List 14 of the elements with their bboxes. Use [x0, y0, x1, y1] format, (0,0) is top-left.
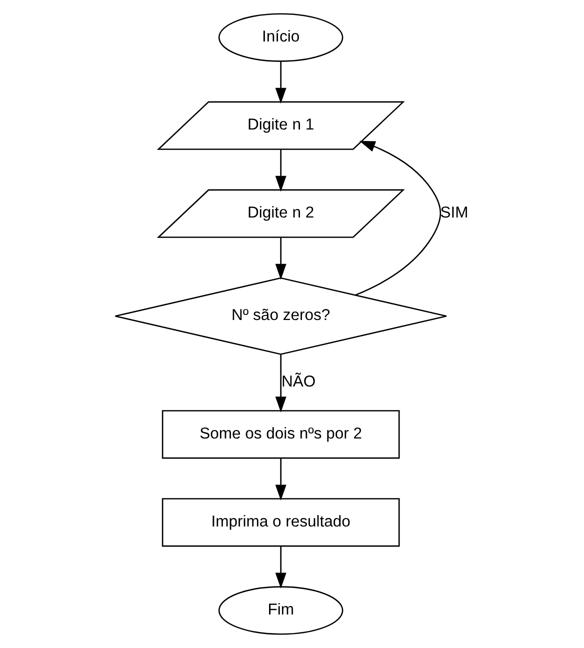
edge-label: NÃO	[282, 374, 316, 391]
arrow	[275, 546, 286, 589]
node-ellipse: Início	[218, 13, 344, 62]
arrow	[275, 149, 286, 192]
node-box: Imprima o resultado	[162, 498, 400, 547]
arrow	[355, 140, 442, 296]
edge-label: SIM	[440, 204, 468, 222]
arrow	[275, 238, 286, 280]
node-ellipse: Fim	[218, 586, 344, 635]
node-box: Some os dois nºs por 2	[162, 410, 400, 459]
arrow	[275, 61, 286, 104]
node-diamond: Nº são zeros?	[114, 277, 448, 355]
arrow	[275, 354, 286, 412]
arrow	[275, 458, 286, 501]
